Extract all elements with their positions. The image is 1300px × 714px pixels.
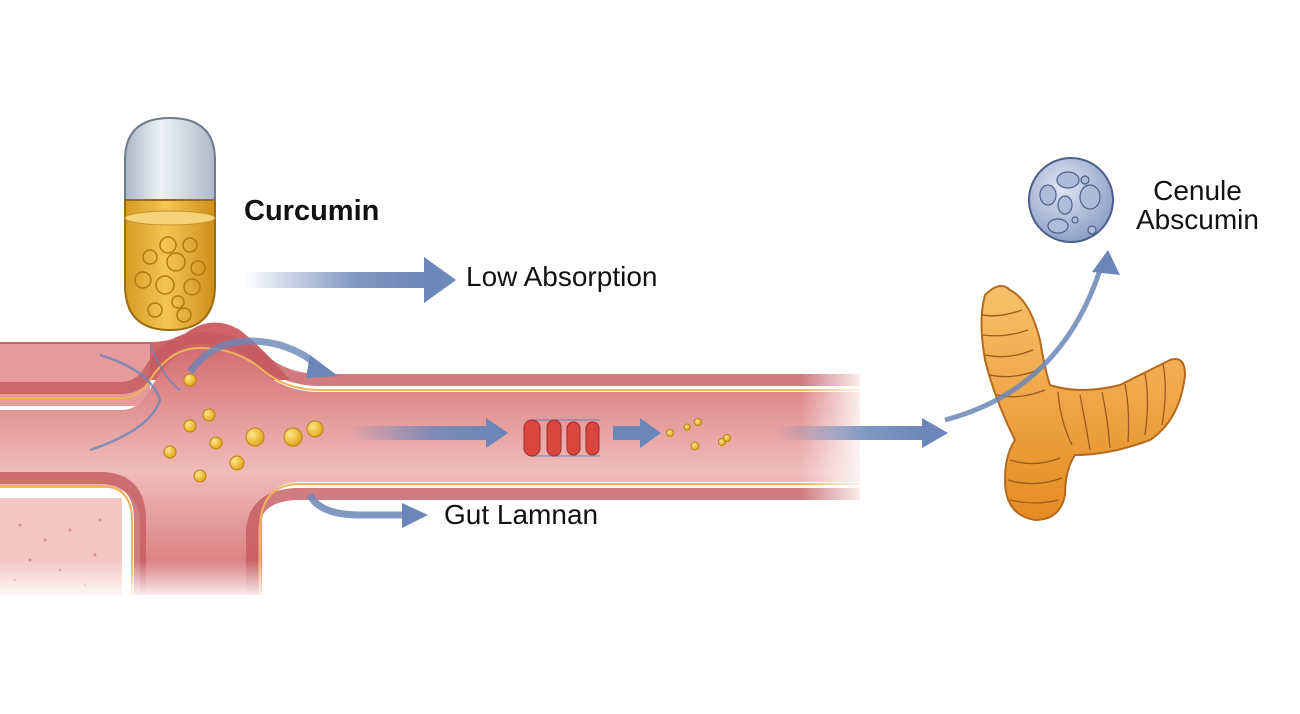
- pill-cluster-icon: [523, 419, 600, 457]
- cell-label-line2: Abscumin: [1136, 204, 1259, 236]
- cell-label: Cenule Abscumin: [1136, 176, 1259, 235]
- cell-label-line1: Cenule: [1153, 175, 1242, 206]
- cell-icon: [1028, 157, 1114, 243]
- arrow-low-absorption: [244, 257, 456, 303]
- low-absorption-label: Low Absorption: [466, 261, 658, 292]
- intestine-illustration: [0, 322, 870, 600]
- capsule-icon: [124, 116, 216, 332]
- arrow-lumen-1: [350, 418, 508, 448]
- gut-label: Gut Lamnan: [444, 499, 599, 530]
- arrow-lumen-2: [613, 418, 661, 448]
- curcumin-label: Curcumin: [244, 195, 380, 227]
- curcumin-particles: [163, 373, 731, 483]
- turmeric-root-icon: [980, 285, 1187, 522]
- arrow-to-root: [775, 418, 948, 448]
- arrow-to-cell: [944, 250, 1120, 423]
- arrow-upper-curve: [187, 337, 338, 378]
- arrow-gut: [306, 493, 428, 528]
